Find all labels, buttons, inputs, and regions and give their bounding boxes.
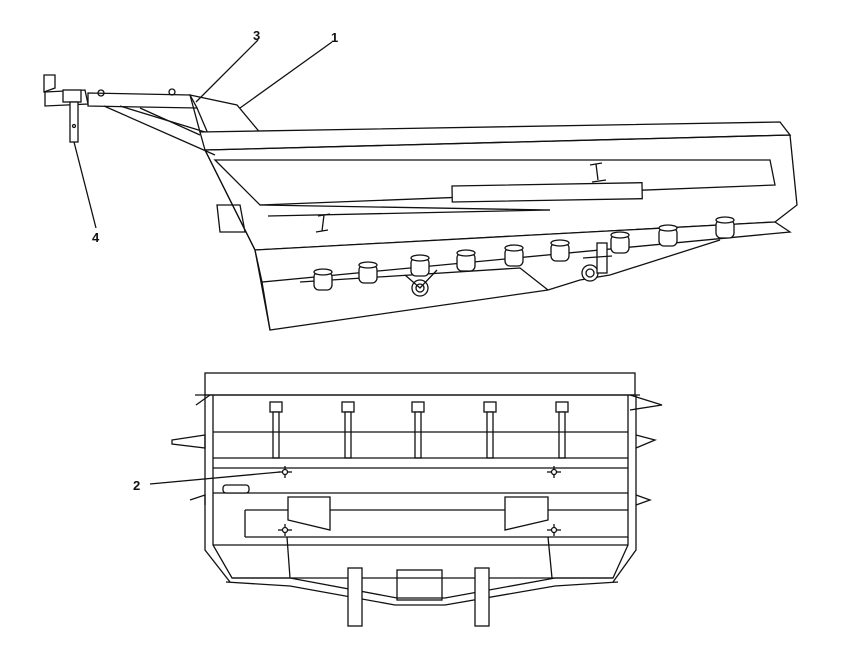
roller-unit xyxy=(715,216,735,239)
tie-rod xyxy=(269,401,283,459)
side-mark-front xyxy=(315,213,331,233)
support-leg-right xyxy=(474,567,490,627)
outer-wall xyxy=(212,395,629,579)
roller-unit xyxy=(504,244,524,267)
callout-3: 3 xyxy=(195,28,260,103)
svg-text:1: 1 xyxy=(331,30,338,45)
headboard-front xyxy=(189,94,264,136)
wedge-bracket-right xyxy=(504,496,549,531)
bolt-marker xyxy=(547,466,561,478)
top-crossbar xyxy=(204,372,636,396)
roller-unit xyxy=(658,224,678,247)
side-view-dump-body xyxy=(43,74,798,331)
tie-rod xyxy=(483,401,497,459)
wedge-bracket-left xyxy=(287,496,331,531)
roller-unit xyxy=(410,254,430,277)
bolt-markers xyxy=(278,466,561,536)
tie-rod xyxy=(341,401,355,459)
side-slot xyxy=(222,484,250,494)
bottom-arch xyxy=(232,577,613,599)
callout-4: 4 xyxy=(73,141,100,245)
roller-unit xyxy=(610,231,630,254)
bottom-hull xyxy=(261,239,721,331)
body-top-rail xyxy=(199,121,792,151)
svg-text:2: 2 xyxy=(133,478,140,493)
side-mark-rear xyxy=(589,162,607,183)
pivot-boss-rear xyxy=(581,264,599,282)
callout-1: 1 xyxy=(239,30,338,109)
roller-unit xyxy=(358,261,378,284)
bolt-marker xyxy=(278,524,292,536)
upper-tie-rods xyxy=(269,401,569,459)
roller-unit xyxy=(456,249,476,272)
tie-rod xyxy=(555,401,569,459)
side-rollers xyxy=(313,216,735,291)
tie-rod xyxy=(411,401,425,459)
bolt-marker xyxy=(547,524,561,536)
roller-unit xyxy=(550,239,570,262)
front-view-dump-body xyxy=(171,372,663,627)
svg-text:3: 3 xyxy=(253,28,260,43)
roller-unit xyxy=(313,268,333,291)
support-leg-left xyxy=(347,567,363,627)
callout-2: 2 xyxy=(133,471,281,493)
bolt-marker xyxy=(278,466,292,478)
svg-text:4: 4 xyxy=(92,230,100,245)
